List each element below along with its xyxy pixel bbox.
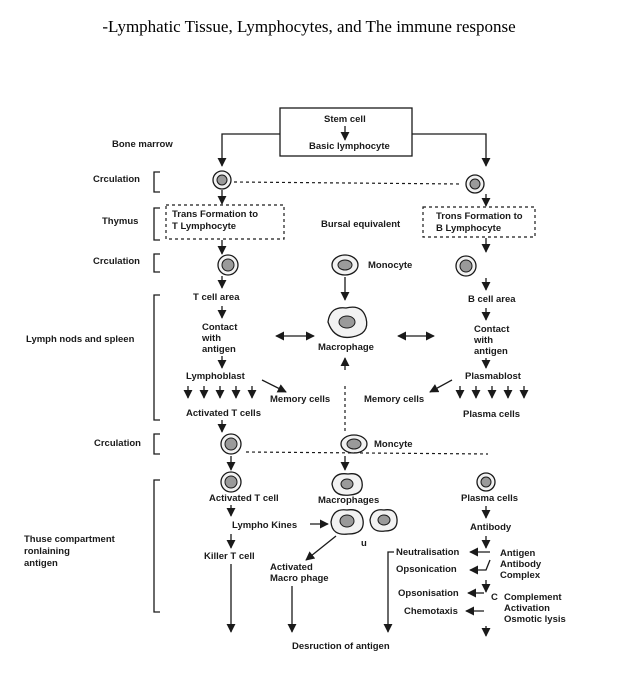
macrophage-label: Macrophage	[318, 342, 374, 353]
t-transform-box	[165, 204, 285, 240]
bracket-circulation-3	[153, 433, 160, 455]
lymphocyte-cell-b-2	[455, 255, 477, 277]
bracket-lymph-nodes	[153, 294, 160, 421]
destruction-label: Desruction of antigen	[292, 641, 390, 652]
monocyte-cell-1	[331, 254, 359, 276]
arrow-lymphoblast-to-memory	[261, 379, 287, 393]
stage-label-tissue-2: ronlaining	[24, 546, 70, 557]
lymphoblast-arrows	[183, 386, 257, 399]
t-contact-text-2: with	[201, 333, 221, 344]
b-contact-text-1: Contact	[474, 324, 510, 335]
bracket-circulation-1	[153, 171, 160, 193]
bracket-thymus	[153, 207, 160, 241]
activated-t-cell-tissue	[220, 471, 242, 493]
t-cell-area-label: T cell area	[193, 292, 240, 303]
activated-t-cell-circ	[220, 433, 242, 455]
monocyte-label-2: Moncyte	[374, 439, 413, 450]
plasma-cells-label-1: Plasma cells	[463, 409, 520, 420]
arrow-plasmablast-to-memory	[429, 379, 453, 393]
b-memory-cells-label: Memory cells	[364, 394, 424, 405]
circulation-dashed-line-1	[233, 181, 463, 185]
side-letter-c: C	[491, 592, 498, 603]
chemotaxis-label: Chemotaxis	[404, 606, 458, 617]
b-transform-text-1: Trons Formation to	[436, 211, 523, 222]
arrow-macrophage-to-activated	[305, 535, 337, 561]
macrophage-cell-2	[331, 473, 363, 496]
activated-t-cells-label: Activated T cells	[186, 408, 261, 419]
bracket-circulation-2	[153, 253, 160, 273]
b-contact-text-2: with	[473, 335, 493, 346]
bracket-tissue	[153, 479, 160, 613]
antibody-label: Antibody	[470, 522, 512, 533]
circulation-dashed-line-3	[245, 451, 489, 455]
plasma-cells-label-2: Plasma cells	[461, 493, 518, 504]
b-contact-text-3: antigen	[474, 346, 508, 357]
lympho-kines-label: Lympho Kines	[232, 520, 297, 531]
macrophages-label: Macrophages	[318, 495, 379, 506]
complement-text-1: Complement	[504, 592, 562, 603]
b-transform-box	[422, 206, 536, 238]
complex-text-1: Antigen	[500, 548, 536, 559]
opsonication-label: Opsonication	[396, 564, 457, 575]
monocyte-cell-2	[340, 434, 368, 454]
t-contact-text-3: antigen	[202, 344, 236, 355]
arrow-complex-to-opsonication	[469, 559, 491, 575]
arrow-to-t-branch	[217, 133, 280, 167]
complex-text-2: Antibody	[500, 559, 542, 570]
macrophage-cell-4	[369, 509, 398, 532]
arrow-to-b-branch	[412, 133, 491, 167]
activated-t-cell-label: Activated T cell	[209, 493, 279, 504]
bursal-equivalent-label: Bursal equivalent	[321, 219, 401, 230]
macrophage-cell-1	[327, 306, 368, 339]
b-transform-text-2: B Lymphocyte	[436, 223, 501, 234]
bracket-effector	[387, 551, 394, 616]
t-memory-cells-label: Memory cells	[270, 394, 330, 405]
stage-label-tissue-1: Thuse compartment	[24, 534, 116, 545]
stage-label-circulation-1: Crculation	[93, 174, 140, 185]
lymphoblast-label: Lymphoblast	[186, 371, 246, 382]
u-mark: u	[361, 538, 367, 549]
killer-t-cell-label: Killer T cell	[204, 551, 255, 562]
basic-lymphocyte-label: Basic lymphocyte	[309, 141, 390, 152]
stage-label-thymus: Thymus	[102, 216, 138, 227]
stage-label-lymph-nodes: Lymph nods and spleen	[26, 334, 135, 345]
macrophage-cell-3	[330, 509, 364, 535]
stem-cell-box	[279, 107, 413, 157]
neutralisation-label: Neutralisation	[396, 547, 460, 558]
stem-cell-label: Stem cell	[324, 114, 366, 125]
b-cell-area-label: B cell area	[468, 294, 516, 305]
lymphocyte-cell-t-2	[217, 254, 239, 276]
plasmablast-arrows	[455, 386, 529, 399]
stage-label-circulation-3: Crculation	[94, 438, 141, 449]
complement-text-2: Activation	[504, 603, 550, 614]
activated-macrophage-text-2: Macro phage	[270, 573, 329, 584]
activated-macrophage-text-1: Activated	[270, 562, 313, 573]
opsonisation-label: Opsonisation	[398, 588, 459, 599]
monocyte-label-1: Monocyte	[368, 260, 412, 271]
stage-label-bone-marrow: Bone marrow	[112, 139, 173, 150]
lymphocyte-cell-t-1	[212, 170, 232, 190]
complex-text-3: Complex	[500, 570, 541, 581]
t-contact-text-1: Contact	[202, 322, 238, 333]
t-transform-text-2: T Lymphocyte	[172, 221, 236, 232]
stage-label-tissue-3: antigen	[24, 558, 58, 569]
plasma-cell-tissue	[476, 472, 496, 492]
page-title: -Lymphatic Tissue, Lymphocytes, and The …	[102, 17, 516, 36]
lymphocyte-cell-b-1	[465, 174, 485, 194]
complement-text-3: Osmotic lysis	[504, 614, 566, 625]
stage-label-circulation-2: Crculation	[93, 256, 140, 267]
t-transform-text-1: Trans Formation to	[172, 209, 258, 220]
plasmablast-label: Plasmablost	[465, 371, 522, 382]
